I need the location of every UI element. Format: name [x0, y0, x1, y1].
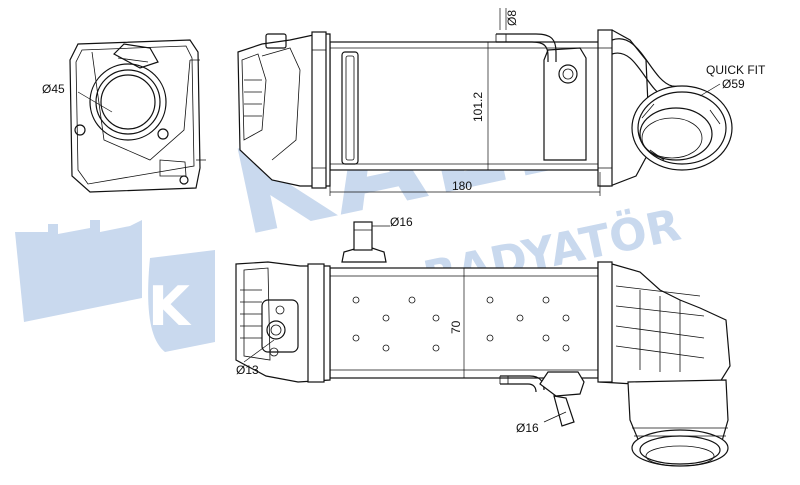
side-view-top: [237, 29, 733, 189]
leader-inlet: [77, 91, 113, 113]
logo-letter: K: [148, 275, 192, 338]
label-bottom-port-diameter: Ø16: [516, 421, 539, 435]
label-width-dim: 180: [452, 179, 472, 193]
core-mounting-dots: [352, 296, 570, 352]
label-pipe-diameter: Ø8: [505, 10, 519, 26]
kale-logo-mark: K: [15, 220, 215, 352]
label-depth-dim: 70: [449, 320, 463, 334]
label-side-port-diameter: Ø13: [236, 363, 259, 377]
label-quick-fit-diameter: Ø59: [722, 77, 745, 91]
label-top-port-diameter: Ø16: [390, 215, 413, 229]
end-view-top: [69, 39, 206, 193]
label-quick-fit-title: QUICK FIT: [706, 63, 766, 77]
label-inlet-diameter: Ø45: [42, 82, 65, 96]
label-height-dim: 101.2: [471, 92, 485, 122]
